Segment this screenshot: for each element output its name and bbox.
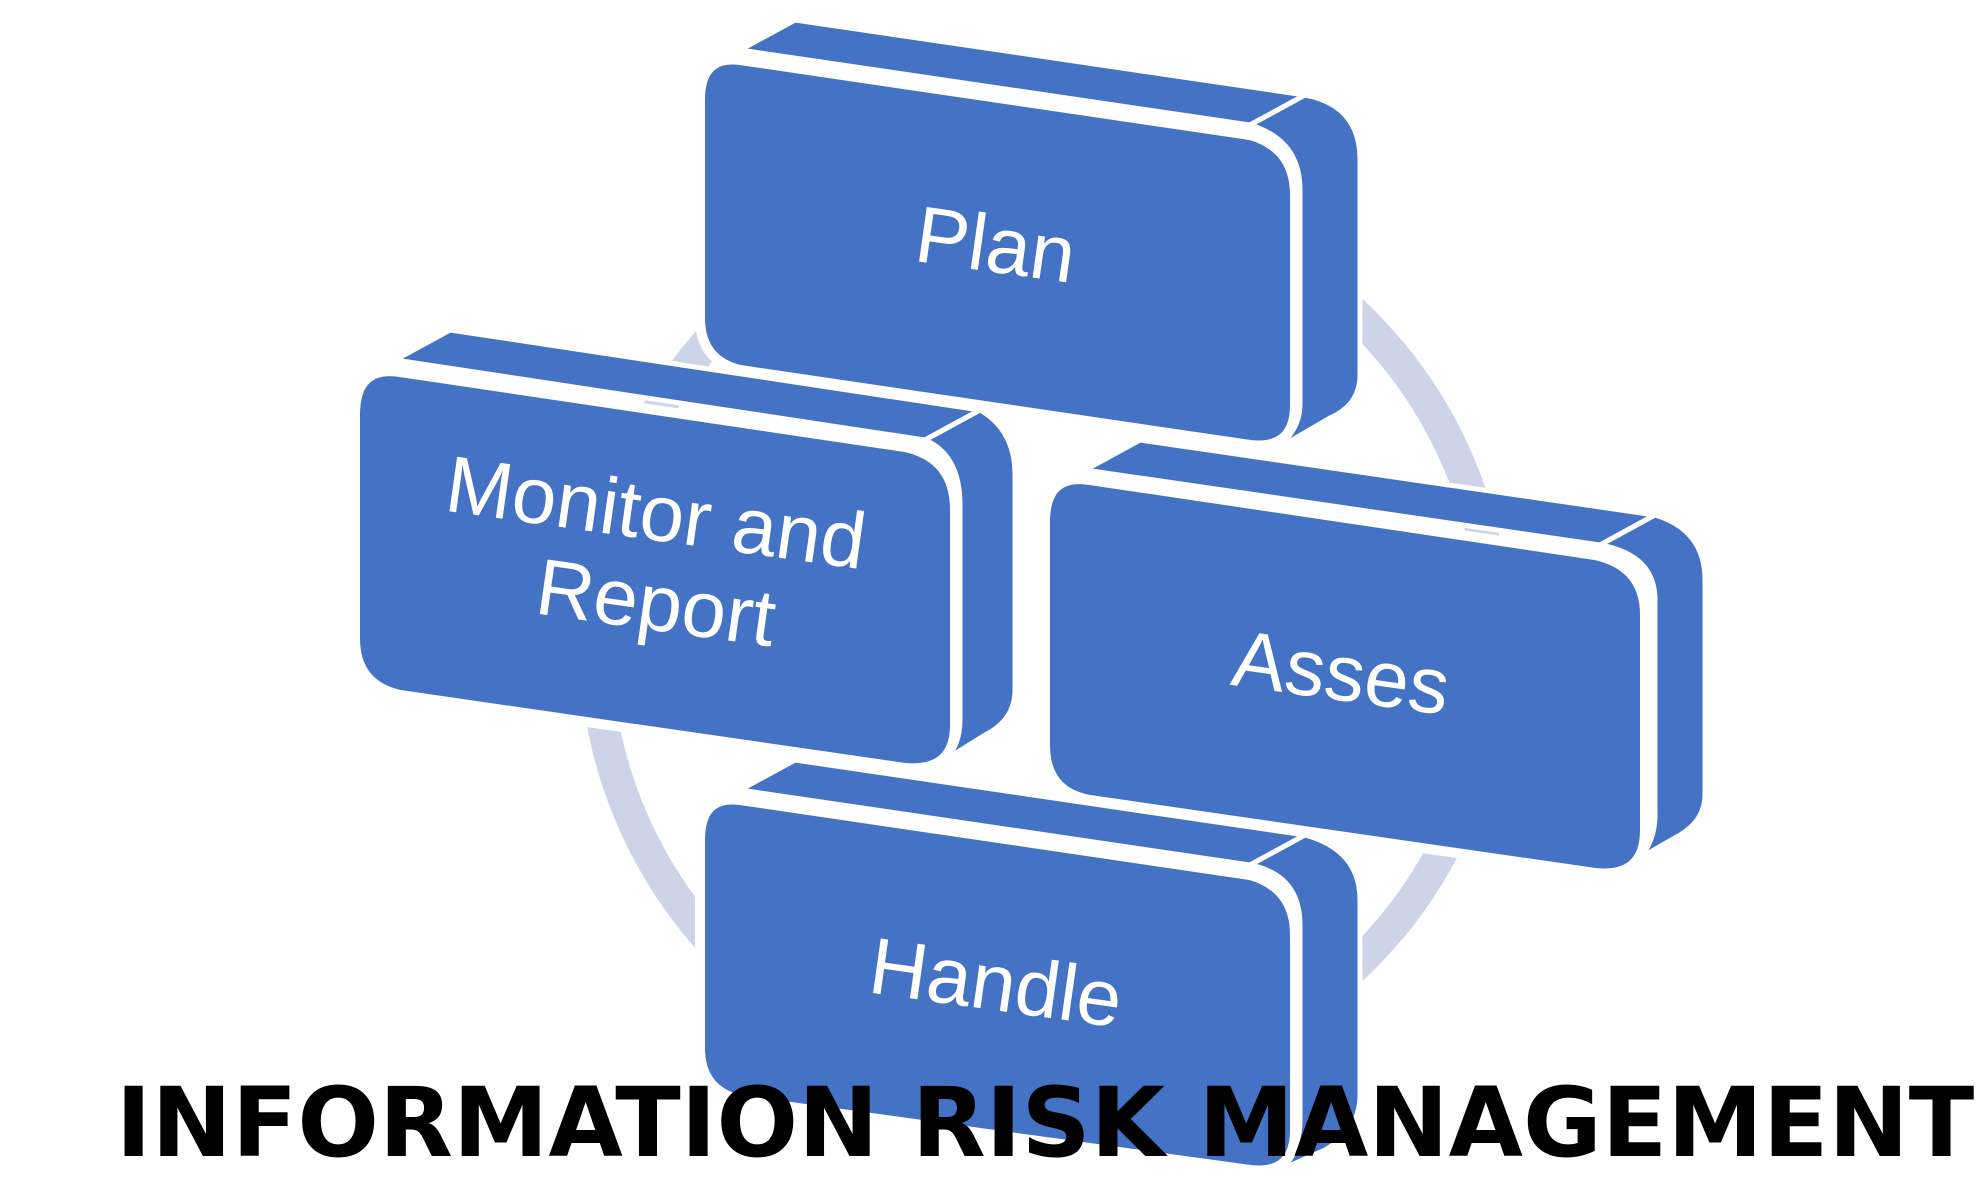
diagram-title: INFORMATION RISK MANAGEMENT <box>115 1067 1975 1179</box>
step-box-monitor-and-report: Monitor and Report <box>350 327 1018 774</box>
step-box-handle: Handle <box>695 757 1363 1176</box>
step-box-asses: Asses <box>1040 437 1708 879</box>
step-label-plan: Plan <box>910 189 1081 299</box>
step-box-plan: Plan <box>695 17 1363 453</box>
